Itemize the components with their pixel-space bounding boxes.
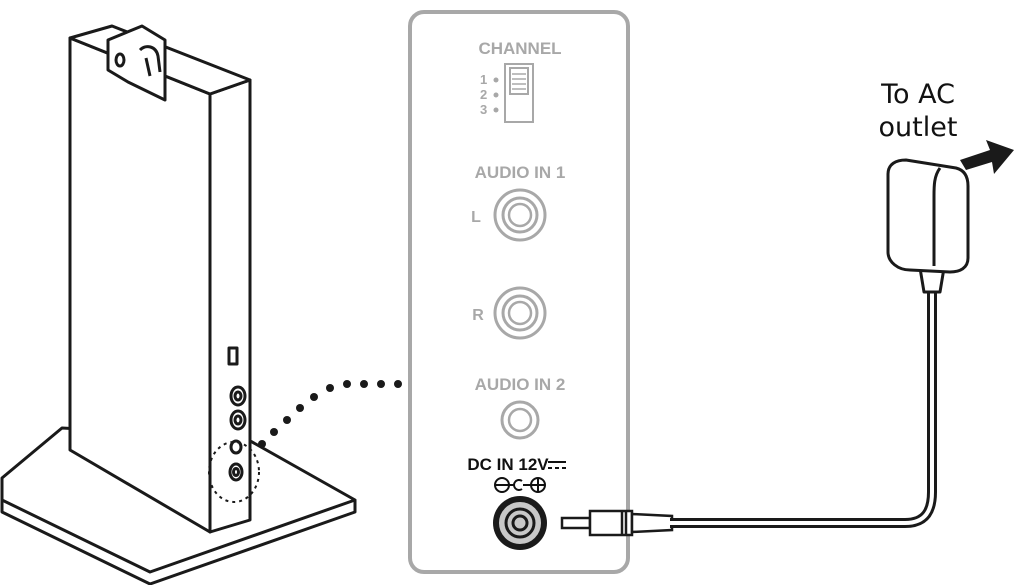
audio-jack-left <box>493 188 547 242</box>
zoom-dotted-line <box>258 380 402 448</box>
power-cable <box>670 282 937 528</box>
channel-switch: 1 2 3 <box>480 63 534 123</box>
stand-dc-jack-inner <box>232 467 240 477</box>
clip-detail <box>138 45 162 77</box>
transmitter-stand <box>0 24 357 585</box>
channel-position-2: 2 <box>480 87 487 102</box>
zoomed-rear-panel: CHANNEL 1 2 3 AUDIO IN 1 L R <box>408 10 630 574</box>
audio-jack-2 <box>500 400 540 440</box>
polarity-symbol <box>494 477 546 493</box>
channel-position-3: 3 <box>480 102 487 117</box>
power-cable-inner <box>670 282 934 525</box>
stand-jack-3 <box>229 439 243 455</box>
clip-hole <box>114 52 126 68</box>
dc-plug <box>560 509 674 537</box>
dc-jack <box>493 496 547 550</box>
right-label: R <box>472 307 484 324</box>
stand-tower-front <box>68 36 212 534</box>
audio-in-1-label: AUDIO IN 1 <box>475 163 566 182</box>
stand-tower-side <box>208 78 252 534</box>
dc-in-label: DC IN 12V <box>467 455 549 474</box>
adapter-face <box>932 167 942 266</box>
callout-line-2: outlet <box>879 112 958 143</box>
switch-knob <box>509 67 529 95</box>
dc-symbol <box>548 461 566 469</box>
panel-frame <box>408 10 630 574</box>
stand-jack-2-inner <box>233 414 243 426</box>
stand-channel-switch <box>227 346 239 366</box>
stand-jack-1-inner <box>233 390 243 402</box>
audio-jack-right <box>493 286 547 340</box>
audio-in-2-label: AUDIO IN 2 <box>475 375 566 394</box>
highlight-circle <box>208 441 260 503</box>
channel-position-1: 1 <box>480 72 487 87</box>
channel-label: CHANNEL <box>478 39 561 58</box>
adapter-body <box>886 158 970 274</box>
callout-line-1: To AC <box>880 79 955 110</box>
direction-arrow-icon <box>960 140 1014 174</box>
left-label: L <box>471 209 481 226</box>
ac-adapter <box>886 158 970 294</box>
stand-top-clip <box>106 24 167 102</box>
stand-base-edge <box>0 500 357 585</box>
